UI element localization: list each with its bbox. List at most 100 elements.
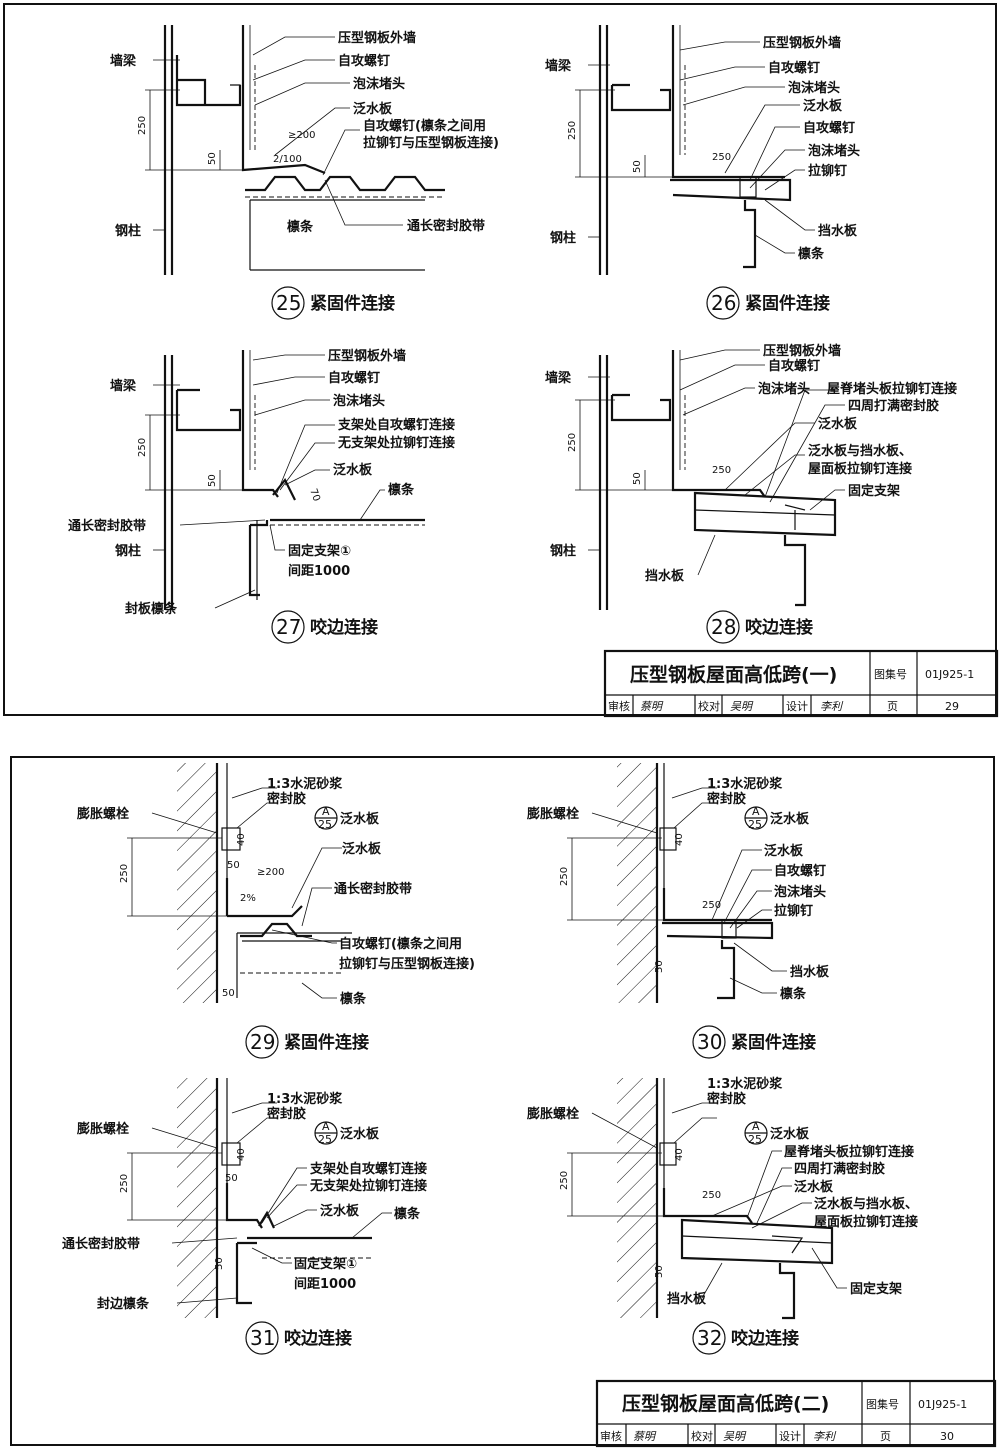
label-cement-mortar: 1:3水泥砂浆 xyxy=(707,1076,783,1092)
label-wall-panel: 压型钢板外墙 xyxy=(328,348,406,364)
dim-40: 40 xyxy=(236,1148,247,1161)
dim-70: 70 xyxy=(307,487,322,503)
label-flashing-rivet-1: 泛水板与挡水板、 xyxy=(814,1196,918,1212)
check-signature: 吴明 xyxy=(730,700,754,713)
detail-31: 250 40 50 50 A 25 膨胀螺栓 通长密封胶带 封边檩条 1:3水泥… xyxy=(62,1078,427,1355)
label-flashing-2: 泛水板 xyxy=(342,841,382,857)
label-flashing-rivet-1: 泛水板与挡水板、 xyxy=(808,443,912,459)
label-sealant-tape: 通长密封胶带 xyxy=(62,1236,140,1252)
label-ridge-rivet: 屋脊堵头板拉铆钉连接 xyxy=(827,381,957,397)
dim-40: 40 xyxy=(674,1148,685,1161)
dim-250: 250 xyxy=(559,1171,570,1190)
title-block: 压型钢板屋面高低跨(二) 图集号 01J925-1 审核 蔡明 校对 吴明 设计… xyxy=(595,1379,997,1448)
label-flashing: 泛水板 xyxy=(803,98,843,114)
detail-27: 250 50 70 墙梁 钢柱 通长密封胶带 封板檩条 压型钢板外墙 自攻螺钉 … xyxy=(68,348,455,644)
label-flashing-2: 泛水板 xyxy=(794,1179,834,1195)
label-purlin: 檩条 xyxy=(340,991,367,1007)
label-flashing: 泛水板 xyxy=(818,416,858,432)
page-number: 29 xyxy=(945,700,959,713)
dim-slope: 2/100 xyxy=(273,154,302,165)
ref-index-top: A xyxy=(322,1120,330,1133)
dim-50: 50 xyxy=(207,152,218,165)
label-flashing: 泛水板 xyxy=(340,811,380,827)
design-label: 设计 xyxy=(786,700,808,713)
label-water-stop: 挡水板 xyxy=(645,568,685,584)
label-flashing: 泛水板 xyxy=(770,811,810,827)
dim-50: 50 xyxy=(654,1265,665,1278)
detail-number: 28 xyxy=(711,615,736,639)
label-sealant-tape: 通长密封胶带 xyxy=(334,881,412,897)
sheet-title: 压型钢板屋面高低跨(一) xyxy=(630,663,837,686)
check-signature: 吴明 xyxy=(723,1430,747,1443)
detail-caption: 紧固件连接 xyxy=(284,1032,369,1053)
dim-250-h: 250 xyxy=(712,152,731,163)
dim-50: 50 xyxy=(227,860,240,871)
label-steel-column: 钢柱 xyxy=(550,230,576,246)
label-flashing-2: 泛水板 xyxy=(320,1203,360,1219)
label-flashing-rivet-2: 屋面板拉铆钉连接 xyxy=(814,1214,918,1230)
ref-index-top: A xyxy=(752,1120,760,1133)
label-fixed-bracket: 固定支架 xyxy=(850,1281,902,1297)
label-foam-plug: 泡沫堵头 xyxy=(788,80,840,96)
label-wall-panel: 压型钢板外墙 xyxy=(338,30,416,46)
atlas-number: 01J925-1 xyxy=(918,1398,967,1411)
label-spacing: 间距1000 xyxy=(288,563,350,579)
dim-50: 50 xyxy=(207,474,218,487)
label-purlin: 檩条 xyxy=(394,1206,421,1222)
check-label: 校对 xyxy=(698,699,720,713)
ref-index-bottom: 25 xyxy=(748,1133,762,1146)
ref-index-bottom: 25 xyxy=(318,818,332,831)
detail-26: 250 50 250 墙梁 钢柱 压型钢板外墙 自攻螺钉 泡沫堵头 泛水板 自攻… xyxy=(545,25,860,320)
label-wall-panel: 压型钢板外墙 xyxy=(763,343,841,359)
atlas-label: 图集号 xyxy=(874,667,907,681)
ref-index-bottom: 25 xyxy=(748,818,762,831)
detail-caption: 咬边连接 xyxy=(745,617,813,638)
dim-250: 250 xyxy=(567,121,578,140)
label-purlin: 檩条 xyxy=(798,246,825,262)
dim-250-h: 250 xyxy=(712,465,731,476)
label-no-bracket-rivet: 无支架处拉铆钉连接 xyxy=(309,1178,427,1194)
label-screw: 自攻螺钉 xyxy=(768,60,820,76)
design-signature: 李利 xyxy=(820,700,844,713)
label-bracket-screw: 支架处自攻螺钉连接 xyxy=(337,417,455,433)
label-screw-note-1: 自攻螺钉(檩条之间用 xyxy=(339,936,462,952)
review-label: 审核 xyxy=(600,1429,622,1443)
label-wall-beam: 墙梁 xyxy=(110,53,137,69)
detail-caption: 紧固件连接 xyxy=(310,293,395,314)
title-block: 压型钢板屋面高低跨(一) 图集号 01J925-1 审核 蔡明 校对 吴明 设计… xyxy=(603,649,999,718)
label-wall-beam: 墙梁 xyxy=(110,378,137,394)
label-screw: 自攻螺钉 xyxy=(338,53,390,69)
dim-250: 250 xyxy=(119,864,130,883)
detail-caption: 咬边连接 xyxy=(310,617,378,638)
dim-ge200: ≥200 xyxy=(257,867,284,878)
label-spacing: 间距1000 xyxy=(294,1276,356,1292)
label-ridge-rivet: 屋脊堵头板拉铆钉连接 xyxy=(784,1144,914,1160)
page-number: 30 xyxy=(940,1430,954,1443)
review-label: 审核 xyxy=(608,699,630,713)
label-purlin: 檩条 xyxy=(780,986,807,1002)
detail-number: 30 xyxy=(697,1030,722,1054)
review-signature: 蔡明 xyxy=(640,700,664,713)
concrete-wall-hatch xyxy=(617,763,657,1003)
label-flashing: 泛水板 xyxy=(340,1126,380,1142)
label-foam-plug-2: 泡沫堵头 xyxy=(808,143,860,159)
dim-50-bottom: 50 xyxy=(222,988,235,999)
detail-caption: 紧固件连接 xyxy=(731,1032,816,1053)
review-signature: 蔡明 xyxy=(633,1430,657,1443)
label-sealant: 密封胶 xyxy=(266,791,306,807)
label-screw-note-2: 拉铆钉与压型钢板连接) xyxy=(339,956,475,972)
detail-30: 250 40 250 50 A 25 膨胀螺栓 1:3水泥砂浆 密封胶 泛水板 … xyxy=(526,763,830,1059)
label-expansion-bolt: 膨胀螺栓 xyxy=(526,806,579,822)
label-steel-column: 钢柱 xyxy=(550,543,576,559)
detail-number: 29 xyxy=(250,1030,275,1054)
drawing-sheet-30: 250 40 50 ≥200 2% 50 A 25 膨胀螺栓 1:3水泥砂浆 密… xyxy=(10,756,997,1448)
dim-250-h: 250 xyxy=(702,900,721,911)
label-sealant: 密封胶 xyxy=(266,1106,306,1122)
detail-number: 26 xyxy=(711,291,736,315)
label-expansion-bolt: 膨胀螺栓 xyxy=(76,806,129,822)
atlas-number: 01J925-1 xyxy=(925,668,974,681)
label-flashing-2: 泛水板 xyxy=(764,843,804,859)
dim-250: 250 xyxy=(567,433,578,452)
label-wall-panel: 压型钢板外墙 xyxy=(763,35,841,51)
label-expansion-bolt: 膨胀螺栓 xyxy=(526,1106,579,1122)
